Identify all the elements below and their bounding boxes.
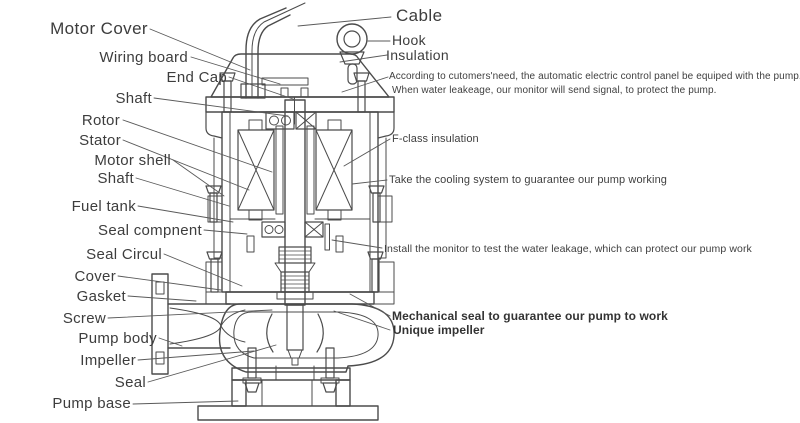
motor-shell-drawing [206, 112, 394, 292]
label-seal-circul: Seal Circul [86, 246, 162, 263]
label-fuel-tank: Fuel tank [71, 198, 136, 215]
note-leak-monitor: Install the monitor to test the water le… [384, 243, 752, 255]
label-seal-compnent: Seal compnent [98, 222, 202, 239]
motor-internals-drawing [206, 100, 392, 305]
label-rotor: Rotor [81, 112, 120, 129]
label-pump-body: Pump body [78, 330, 157, 347]
cable-drawing [241, 3, 305, 98]
label-screw: Screw [62, 310, 106, 327]
label-shaft-lower: Shaft [97, 170, 134, 187]
label-seal: Seal [114, 374, 146, 391]
seal-section-drawing [206, 219, 394, 299]
label-stator: Stator [79, 132, 121, 149]
label-end-cap: End Cap [166, 69, 227, 86]
pump-base-drawing [198, 348, 378, 420]
label-insulation: Insulation [386, 47, 449, 63]
pump-body-drawing [206, 292, 394, 380]
note-control-panel-line2: When water leakeage, our monitor will se… [392, 85, 717, 96]
leader-lines [108, 17, 391, 404]
label-gasket: Gasket [76, 288, 126, 305]
motor-cover-drawing [206, 54, 394, 124]
label-motor-shell: Motor shell [94, 152, 171, 169]
note-insulation-class: F-class insulation [392, 133, 479, 145]
note-unique-impeller: Unique impeller [393, 323, 485, 337]
label-hook: Hook [392, 32, 426, 48]
note-mechanical-seal: Mechanical seal to guarantee our pump to… [392, 309, 668, 323]
label-cover: Cover [74, 268, 116, 285]
label-shaft-upper: Shaft [115, 90, 152, 107]
label-pump-base: Pump base [52, 395, 131, 412]
note-control-panel-line1: According to cutomers'need, the automati… [389, 71, 800, 82]
discharge-flange-drawing [152, 274, 245, 374]
note-cooling-system: Take the cooling system to guarantee our… [389, 174, 668, 186]
label-impeller: Impeller [80, 352, 136, 369]
label-cable: Cable [396, 6, 443, 25]
label-wiring-board: Wiring board [99, 49, 188, 66]
label-motor-cover: Motor Cover [50, 19, 148, 38]
